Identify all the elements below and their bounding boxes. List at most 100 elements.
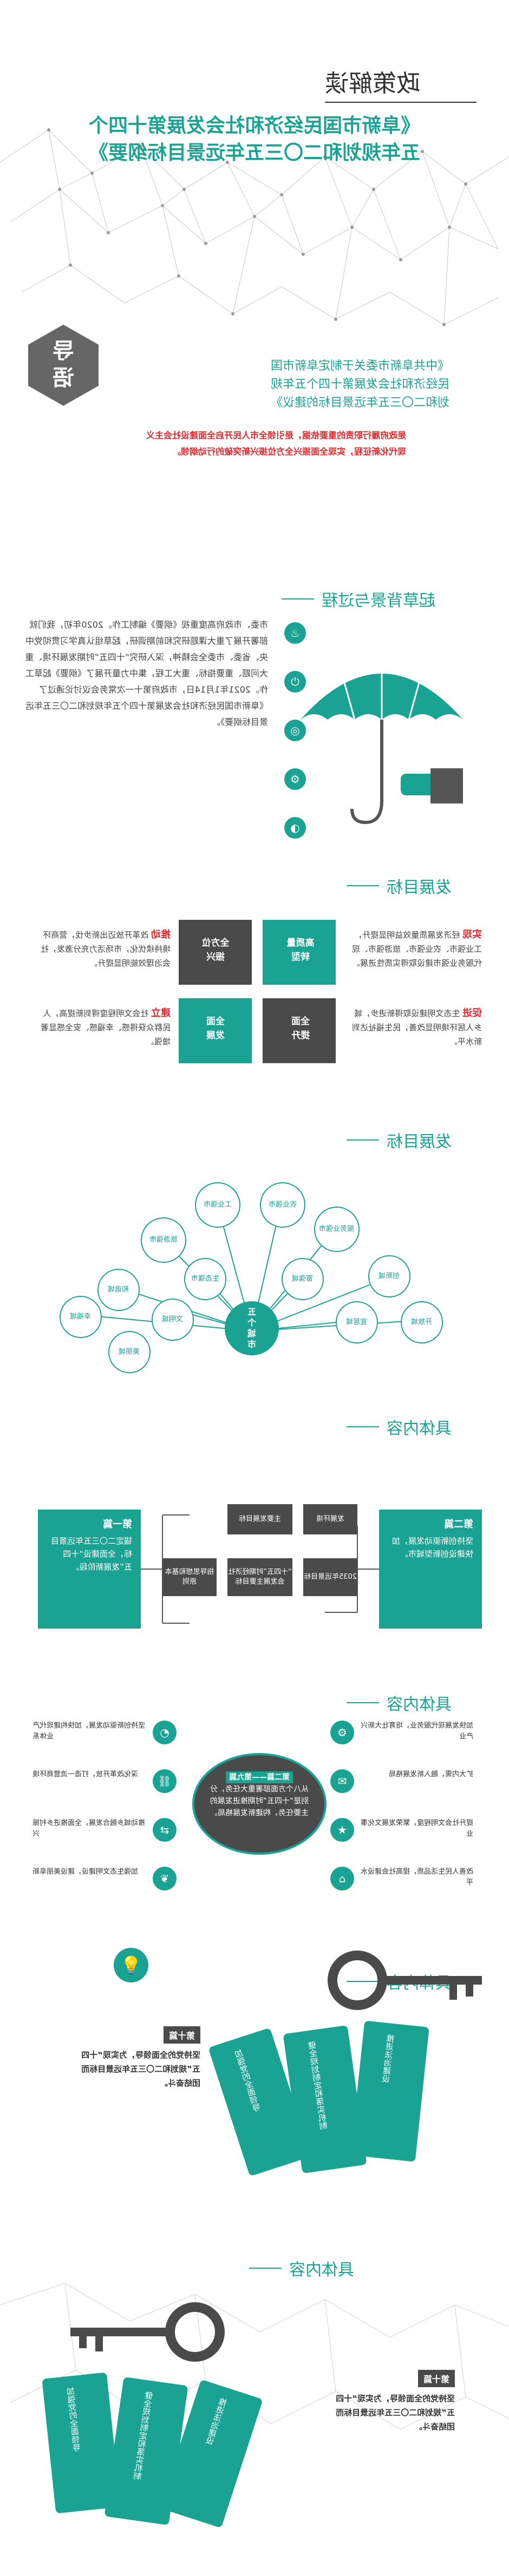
content2-title: 具体内容 xyxy=(387,1695,452,1714)
content4-text-block: 第十篇 坚持党的全面领导，为实现“十四五”规划和二〇三五年远景目标而团结奋斗。 xyxy=(336,2370,455,2434)
content2-left-4: 加强生态文明建设，建设美丽阜新 xyxy=(32,1868,139,1876)
goals2-side-3: 宜居城 xyxy=(336,1301,378,1343)
goals1-item1-b: 转型 xyxy=(291,952,310,963)
content2-right-3: 提升社会文明程度，繁荣发展文化事业 xyxy=(360,1819,473,1838)
goals2-side-6: 幸福城 xyxy=(60,1296,102,1338)
goals1-box-label-a: 高质量 转型 xyxy=(273,936,328,964)
content1-title: 具体内容 xyxy=(387,1419,452,1438)
content1-right-card: 第二篇 坚持创新驱动发展，加快建设创新型城市。 xyxy=(379,1510,482,1629)
goals1-box-label-d: 全面 发展 xyxy=(188,1014,243,1043)
content1-mid-top-2: 发展环境 xyxy=(303,1504,357,1534)
content1-left-text: 锚定二〇三五年远景目标，全面建设“十四五”发展新阶段。 xyxy=(50,1536,132,1572)
goals1-key3: 促进 xyxy=(462,1007,482,1019)
content4-title-row: 具体内容 xyxy=(249,2256,412,2280)
content4-label: 第十篇 xyxy=(417,2370,455,2387)
goals2-side-2: 开放城 xyxy=(401,1301,443,1343)
goals1-box-label-b: 全方位 振兴 xyxy=(188,936,243,964)
content1-mid-top-1-text: 主要发展目标 xyxy=(239,1515,282,1523)
content3-title-line xyxy=(347,1981,379,1982)
content2-left-3: 推动城乡融合发展，全面推进乡村振兴 xyxy=(32,1819,146,1838)
goals2-center: 五 个 城 市 xyxy=(225,1301,279,1355)
content2-right-list: ⚙ 加快发展现代服务业，培育壮大新兴产业 ✉ 扩大内需，融入新发展格局 ★ 提升… xyxy=(330,1721,487,1915)
content1-mid-top-2-text: 发展环境 xyxy=(316,1515,345,1523)
goals1-key1: 实现 xyxy=(462,929,482,940)
content2-left-2: 深化改革开放，打造一流营商环境 xyxy=(32,1770,139,1778)
background-title-row: 起草背景与过程 xyxy=(282,587,487,611)
goals1-left-text-top: 推动 改革开放迈出新步伐，营商环境持续优化，市场活力充分激发，社会治理效能明显提… xyxy=(38,928,171,970)
lightbulb-icon: 💡 xyxy=(114,1948,148,1982)
chart-icon: ◐ xyxy=(284,817,306,839)
content3-text: 坚持党的全面领导，为实现“十四五”规划和二〇三五年远景目标而团结奋斗。 xyxy=(81,2050,200,2088)
goals2-bubble-4-text: 服务业强市 xyxy=(319,1225,355,1233)
goals1-box-gray-top xyxy=(179,920,252,985)
content2-left-list: 坚持创新驱动发展，加快构建现代产业体系 ◔ 深化改革开放，打造一流营商环境 ⛓ … xyxy=(32,1721,190,1915)
goals1-item4-a: 全面 xyxy=(206,1016,225,1027)
goals2-side-4-text: 富强城 xyxy=(292,1275,314,1283)
goals2-bubble-1-text: 工业强市 xyxy=(203,1201,232,1209)
content1-mid-bottom-2-text: 2035年远景目标 xyxy=(303,1573,357,1581)
flame-icon: ♨ xyxy=(284,622,306,644)
content2-right-2: 扩大内需，融入新发展格局 xyxy=(388,1770,473,1778)
content4-text: 坚持党的全面领导，为实现“十四五”规划和二〇三五年远景目标而团结奋斗。 xyxy=(336,2394,455,2432)
goals1-right-text-bottom: 促进 生态文明建设取得新进步，城乡人居环境明显改善，民生福祉达到新水平。 xyxy=(347,1006,482,1049)
background-text: 市委、市政府高度重视《纲要》编制工作。2020年初，我们就部署开展了重大课题研究… xyxy=(22,617,268,730)
goals2-side-4: 富强城 xyxy=(282,1258,324,1300)
content2-center: 第二篇——第九篇 从八个方面部署重大任务，分别是“十四五”时期推进发展的主要任务… xyxy=(192,1753,327,1855)
content2-right-star-icon: ★ xyxy=(330,1818,354,1842)
content1-mid-bottom-1-text: “十四五”时期经济社会发展主要目标 xyxy=(228,1568,292,1586)
content1-mid-bottom-1: “十四五”时期经济社会发展主要目标 xyxy=(227,1558,292,1596)
background-title: 起草背景与过程 xyxy=(322,591,435,610)
goals2-side-1-text: 创新城 xyxy=(379,1272,400,1280)
content3-tag-3-text: 推进法治建设 xyxy=(381,2033,396,2084)
goals1-title: 发展目标 xyxy=(387,878,452,897)
content2-right-gear-icon: ⚙ xyxy=(330,1721,354,1744)
content1-title-line xyxy=(347,1426,379,1427)
goals2-bubble-1: 工业强市 xyxy=(195,1182,240,1228)
intro-lead-line2: 民经济和社会发展第十四个五年规 xyxy=(270,378,449,391)
goals1-item3-a: 全面 xyxy=(291,1016,310,1027)
content2-right-4: 改善人民生活品质，提高社会建设水平 xyxy=(360,1868,473,1887)
goals2-title-row: 发展目标 xyxy=(347,1128,487,1152)
intro-badge-char1: 导 xyxy=(53,339,74,364)
goals1-title-row: 发展目标 xyxy=(347,874,487,898)
goals2-bubble-2: 农业强市 xyxy=(260,1182,305,1228)
goals2-center-1: 五 xyxy=(247,1307,256,1317)
intro-lead-line1: 《中共阜新市委关于制定阜新市国 xyxy=(270,359,449,373)
header-title-line2: 五年规划和二〇三五年远景目标纲要》 xyxy=(89,142,421,164)
content1-mid-bottom-3: 指导思想和基本原则 xyxy=(162,1558,217,1596)
goals1-text1: 经济发展质量效益明显提升，工业强市、农业强市、旅游强市、现代服务业强市建设取得实… xyxy=(351,930,482,968)
goals1-box-green-top xyxy=(263,920,336,985)
goals1-right-text-top: 实现 经济发展质量效益明显提升，工业强市、农业强市、旅游强市、现代服务业强市建设… xyxy=(347,928,482,970)
content2-right-chat-icon: ✉ xyxy=(330,1769,354,1793)
content2-left-leaf-icon: ❦ xyxy=(153,1867,177,1890)
goals1-left-text-bottom: 建立 社会文明程度得到新提高，人民群众获得感、幸福感、安全感显著增强。 xyxy=(38,1006,171,1049)
goals1-title-line xyxy=(347,885,379,886)
content4-title-line xyxy=(249,2268,282,2269)
goals2-center-3: 城 xyxy=(247,1328,256,1339)
umbrella-illustration xyxy=(292,638,471,844)
goals2-center-4: 市 xyxy=(247,1339,256,1349)
goals2-side-7: 文明城 xyxy=(152,1299,194,1341)
goals1-item3-b: 提升 xyxy=(291,1030,310,1041)
goals1-item2-a: 全方位 xyxy=(201,938,230,948)
content2-center-title: 第二篇——第九篇 xyxy=(226,1771,293,1783)
content2-left-1: 坚持创新驱动发展，加快构建现代产业体系 xyxy=(32,1722,146,1741)
goals2-side-5: 和谐城 xyxy=(97,1269,140,1311)
key-icon-bottom xyxy=(65,2294,227,2370)
goals1-item2-b: 振兴 xyxy=(206,952,225,963)
goals2-side-5-text: 和谐城 xyxy=(108,1286,129,1294)
goals1-box-green-bottom xyxy=(179,998,252,1063)
power-icon: ⏻ xyxy=(284,671,306,693)
goals2-side-2-text: 开放城 xyxy=(411,1318,433,1326)
content2-title-row: 具体内容 xyxy=(347,1691,487,1715)
goals2-bubble-5-text: 生态强市 xyxy=(191,1275,219,1283)
content3-text-block: 第十篇 坚持党的全面领导，为实现“十四五”规划和二〇三五年远景目标而团结奋斗。 xyxy=(81,2026,200,2090)
goals1-box-gray-bottom xyxy=(263,998,336,1063)
goals2-side-8: 美丽城 xyxy=(108,1331,151,1373)
header-subtitle: 政策解读 xyxy=(325,64,477,103)
intro-badge-char2: 语 xyxy=(53,366,74,391)
goals2-bubble-4: 服务业强市 xyxy=(314,1207,360,1252)
goals1-text4: 社会文明程度得到新提高，人民群众获得感、幸福感、安全感显著增强。 xyxy=(40,1009,171,1046)
goals1-grid: 高质量 转型 全方位 振兴 全面 提升 全面 发展 xyxy=(179,920,336,1071)
network-background-top xyxy=(0,97,509,400)
